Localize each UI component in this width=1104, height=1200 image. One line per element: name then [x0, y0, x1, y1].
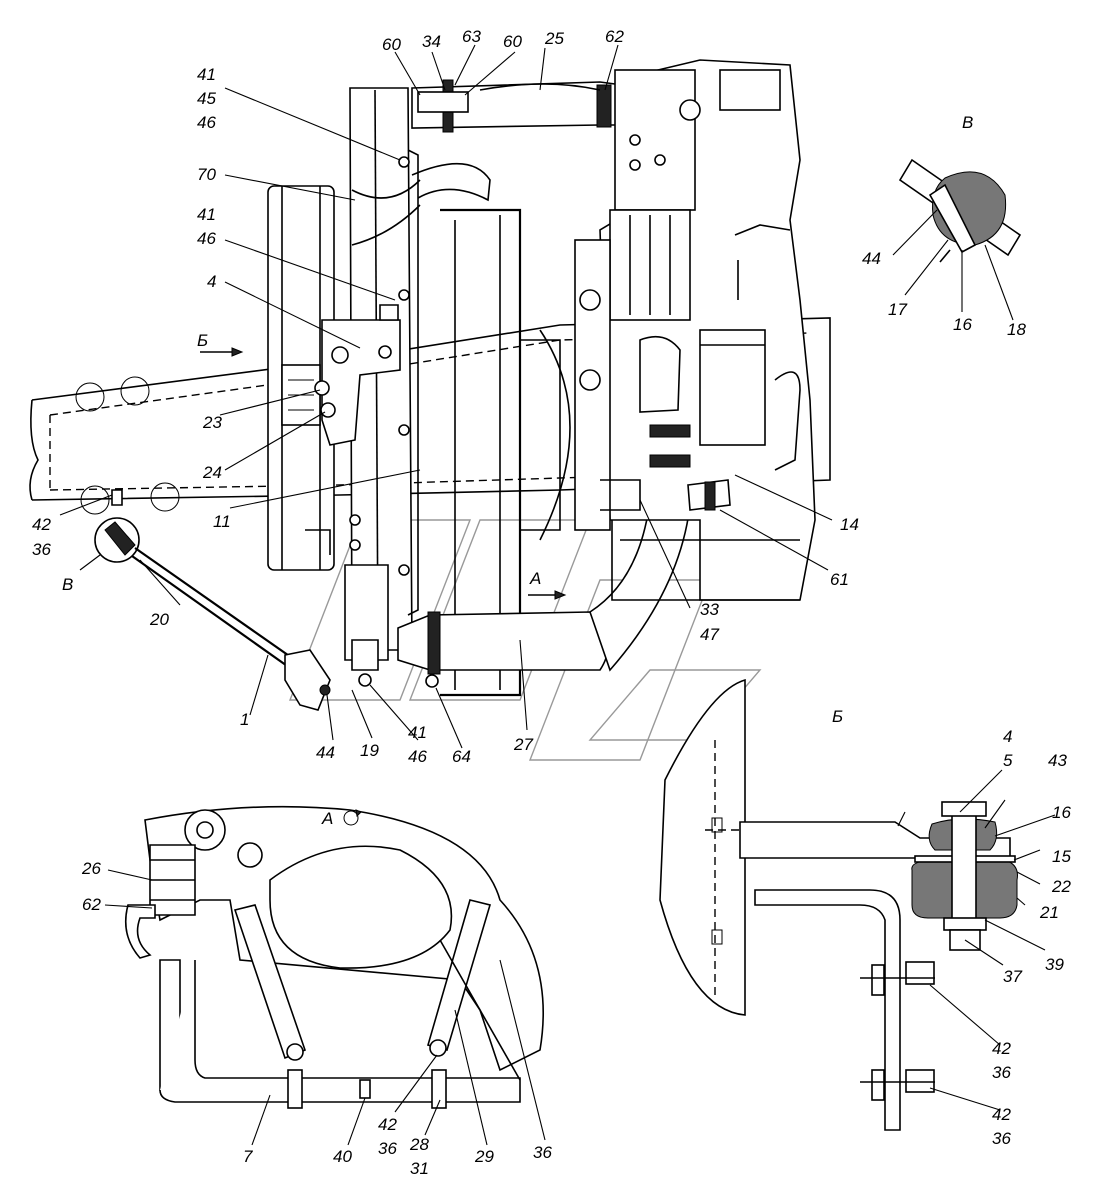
- callout-42: 42: [32, 515, 51, 534]
- view-b-arrow-label: Б: [197, 331, 208, 350]
- callout-1: 1: [240, 710, 249, 729]
- callout-4: 4: [207, 272, 216, 291]
- callout-41: 41: [408, 723, 427, 742]
- view-arrows: [200, 347, 567, 600]
- view-v-detail: [892, 158, 1022, 321]
- callout-36: 36: [533, 1143, 552, 1162]
- callout-42: 42: [992, 1105, 1011, 1124]
- callout-15: 15: [1052, 847, 1071, 866]
- callout-labels: 60 34 63 60 25 62 41 45 46 70 41 46 4 23…: [32, 27, 1071, 1178]
- callout-22: 22: [1051, 877, 1071, 896]
- callout-26: 26: [81, 859, 101, 878]
- callout-39: 39: [1045, 955, 1064, 974]
- callout-16: 16: [1052, 803, 1071, 822]
- view-b-title: Б: [832, 707, 843, 726]
- callout-61: 61: [830, 570, 849, 589]
- callout-41: 41: [197, 205, 216, 224]
- main-view: [29, 44, 833, 761]
- callout-33: 33: [700, 600, 719, 619]
- callout-63: 63: [462, 27, 481, 46]
- view-a-title: А: [321, 809, 333, 828]
- callout-64: 64: [452, 747, 471, 766]
- callout-60: 60: [382, 35, 401, 54]
- callout-43: 43: [1048, 751, 1067, 770]
- lower-mount: [344, 564, 389, 687]
- callout-44: 44: [862, 249, 881, 268]
- callout-16: 16: [953, 315, 972, 334]
- callout-36: 36: [378, 1139, 397, 1158]
- view-a-detail: [104, 805, 546, 1146]
- callout-34: 34: [422, 32, 441, 51]
- callout-25: 25: [544, 29, 564, 48]
- callout-28: 28: [409, 1135, 429, 1154]
- view-b-detail: [659, 678, 1056, 1131]
- callout-36: 36: [992, 1063, 1011, 1082]
- callout-18: 18: [1007, 320, 1026, 339]
- callout-21: 21: [1039, 903, 1059, 922]
- callout-5: 5: [1003, 751, 1013, 770]
- callout-20: 20: [149, 610, 169, 629]
- callout-29: 29: [474, 1147, 494, 1166]
- callout-11: 11: [213, 512, 231, 531]
- radiator: [267, 185, 335, 571]
- callout-4: 4: [1003, 727, 1012, 746]
- callout-46: 46: [197, 113, 216, 132]
- callout-60: 60: [503, 32, 522, 51]
- fan-ring: [440, 208, 571, 697]
- callout-70: 70: [197, 165, 216, 184]
- tie-rod: [94, 489, 331, 711]
- mount-bracket: [314, 304, 401, 446]
- callout-36: 36: [32, 540, 51, 559]
- callout-46: 46: [408, 747, 427, 766]
- callout-41: 41: [197, 65, 216, 84]
- engine-block: [574, 59, 816, 601]
- callout-7: 7: [243, 1147, 253, 1166]
- callout-37: 37: [1003, 967, 1022, 986]
- callout-62: 62: [82, 895, 101, 914]
- callout-44: 44: [316, 743, 335, 762]
- callout-31: 31: [410, 1159, 429, 1178]
- callout-27: 27: [513, 735, 533, 754]
- upper-pipe: [411, 79, 661, 133]
- callout-42: 42: [992, 1039, 1011, 1058]
- callout-36: 36: [992, 1129, 1011, 1148]
- callout-14: 14: [840, 515, 859, 534]
- leader-lines-main: [59, 44, 833, 749]
- callout-62: 62: [605, 27, 624, 46]
- callout-23: 23: [202, 413, 222, 432]
- callout-45: 45: [197, 89, 216, 108]
- callout-17: 17: [888, 300, 907, 319]
- callout-24: 24: [202, 463, 222, 482]
- callout-19: 19: [360, 741, 379, 760]
- view-v-circle-label: В: [62, 575, 73, 594]
- view-a-arrow-label: А: [529, 569, 541, 588]
- view-v-title: В: [962, 113, 973, 132]
- callout-47: 47: [700, 625, 719, 644]
- callout-46: 46: [197, 229, 216, 248]
- callout-42: 42: [378, 1115, 397, 1134]
- callout-40: 40: [333, 1147, 352, 1166]
